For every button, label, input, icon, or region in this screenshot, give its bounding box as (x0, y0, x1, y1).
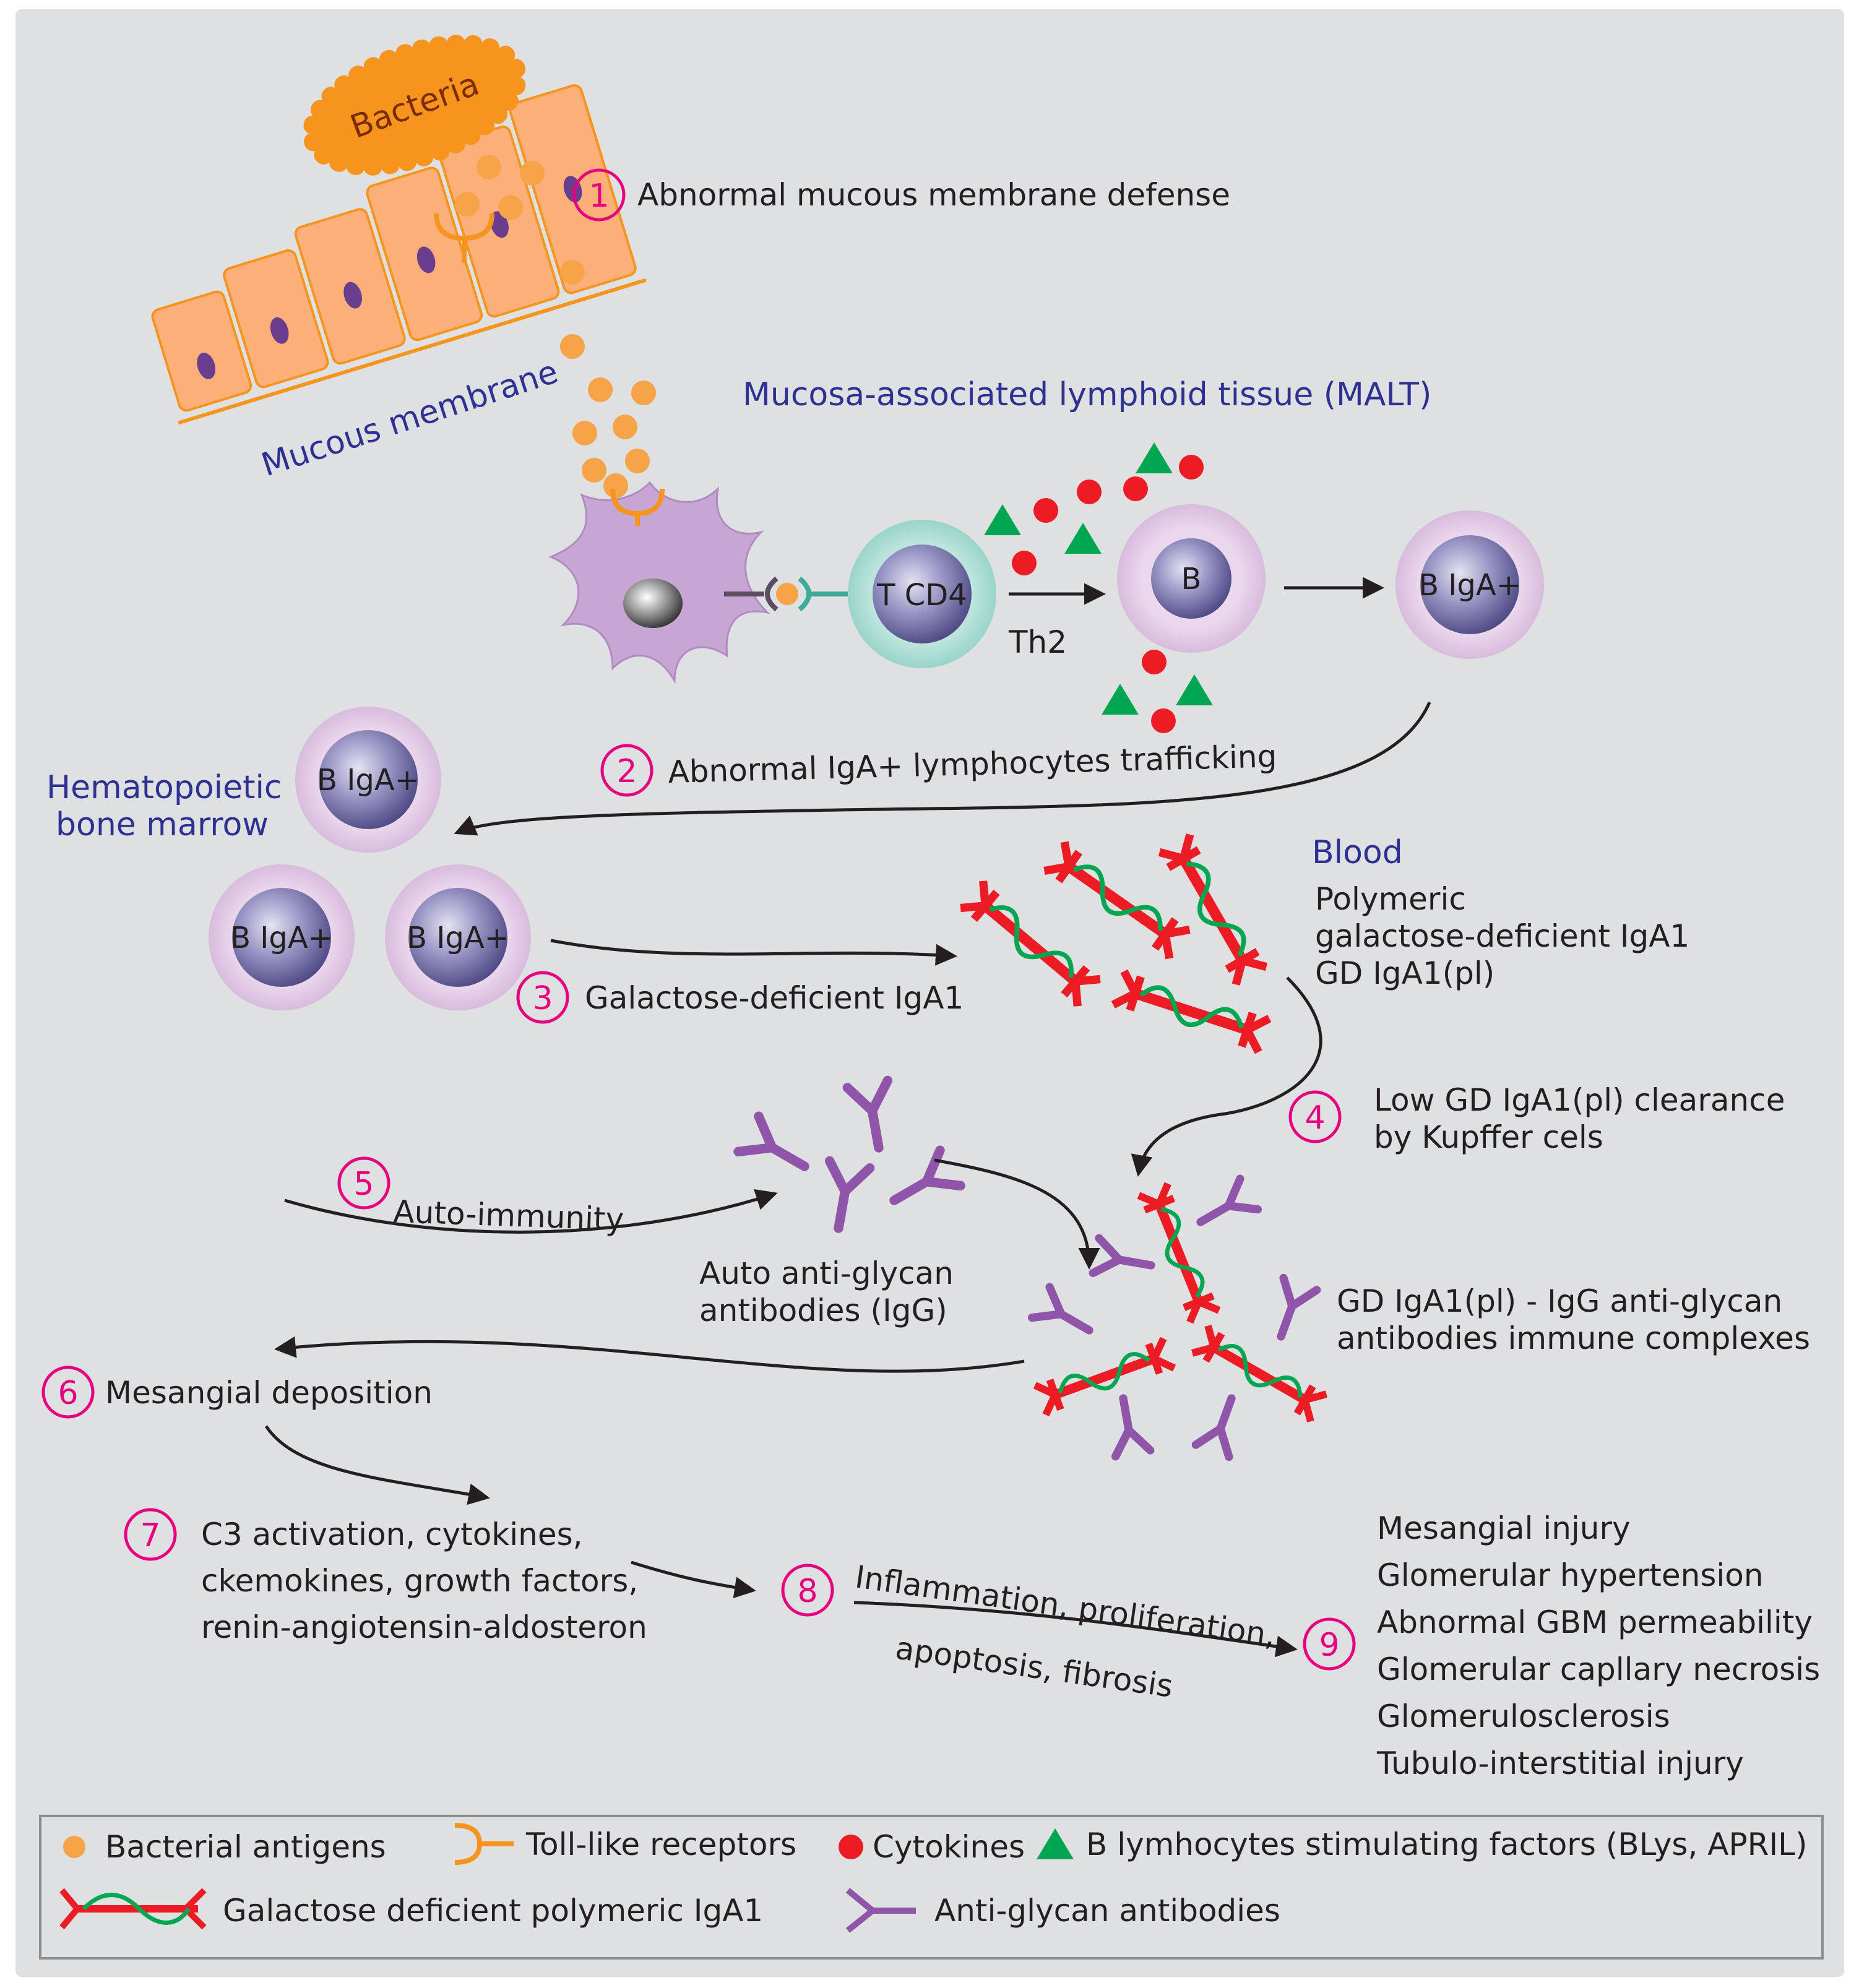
step-7-text-3: renin-angiotensin-aldosteron (201, 1609, 647, 1645)
b-cell: B (1117, 504, 1266, 653)
antibody-to-complex-arrow (934, 1158, 1100, 1270)
step-6: 6 Mesangial deposition (41, 1366, 433, 1419)
b-label: B (1181, 562, 1202, 596)
svg-text:8: 8 (797, 1573, 817, 1610)
svg-text:5: 5 (353, 1166, 374, 1203)
step-7-text-1: C3 activation, cytokines, (201, 1517, 583, 1552)
auto-immunity-arrow (284, 1189, 778, 1234)
svg-text:9: 9 (1319, 1627, 1339, 1664)
step-4-text-1: Low GD IgA1(pl) clearance (1374, 1082, 1785, 1118)
auto-antibodies-label-2: antibodies (IgG) (699, 1293, 947, 1328)
legend-bacterial-antigens: Bacterial antigens (105, 1829, 386, 1865)
b-iga-cell-marrow-2: B IgA+ (209, 864, 355, 1010)
legend-b-stim-factors: B lymhocytes stimulating factors (BLys, … (1086, 1827, 1807, 1862)
bacterial-antigens-flow (455, 155, 656, 498)
t-cd4-label: T CD4 (876, 578, 967, 613)
b-stim-factors-malt (984, 442, 1213, 715)
bacteria: Bacteria (303, 35, 527, 176)
malt-label: Mucosa-associated lymphoid tissue (MALT) (743, 376, 1431, 413)
b-iga-cell-marrow-3: B IgA+ (385, 864, 531, 1010)
step-5-text: Auto-immunity (393, 1194, 625, 1237)
legend-anti-glycan-antibodies: Anti-glycan antibodies (934, 1893, 1280, 1929)
svg-text:3: 3 (532, 980, 553, 1017)
step-5: 5 Auto-immunity (337, 1156, 625, 1237)
polymeric-label-2: galactose-deficient IgA1 (1315, 918, 1689, 954)
iga1-polymer-icon (59, 1888, 207, 1930)
outcome-5: Glomerulosclerosis (1377, 1698, 1670, 1734)
y-antibody-icon (845, 1888, 916, 1933)
svg-text:7: 7 (140, 1517, 160, 1554)
triangle-icon (1037, 1828, 1074, 1859)
outcome-4: Glomerular capllary necrosis (1377, 1651, 1820, 1687)
mesangial-to-c3-arrow (264, 1425, 490, 1505)
step-7: 7 C3 activation, cytokines, ckemokines, … (124, 1508, 647, 1645)
clearance-arrow (1131, 976, 1322, 1177)
blood-label: Blood (1312, 834, 1403, 871)
outcome-1: Mesangial injury (1377, 1510, 1631, 1546)
legend-toll-like-receptors: Toll-like receptors (525, 1827, 796, 1862)
polymeric-label-3: GD IgA1(pl) (1315, 955, 1495, 991)
outcome-6: Tubulo-interstitial injury (1376, 1745, 1744, 1781)
step-1-text: Abnormal mucous membrane defense (637, 177, 1230, 213)
b-iga-cell-marrow-1: B IgA+ (295, 707, 441, 853)
toll-like-receptor (434, 213, 494, 263)
legend-gd-polymeric-iga1: Galactose deficient polymeric IgA1 (223, 1893, 763, 1929)
step-1: 1 Abnormal mucous membrane defense (572, 168, 1230, 222)
toll-like-receptor-icon (454, 1823, 514, 1865)
svg-text:2: 2 (616, 753, 637, 790)
c3-to-inflammation-arrow (631, 1560, 756, 1599)
cytokine-dot-icon (839, 1835, 863, 1859)
antigen-dot-icon (63, 1836, 85, 1858)
step-7-text-2: ckemokines, growth factors, (201, 1563, 638, 1599)
polymeric-label-1: Polymeric (1315, 881, 1466, 917)
step-4: 4 Low GD IgA1(pl) clearance by Kupffer c… (1288, 1082, 1785, 1155)
legend: Bacterial antigens Toll-like receptors C… (39, 1815, 1824, 1960)
outcome-2: Glomerular hypertension (1377, 1557, 1764, 1593)
step-6-text: Mesangial deposition (105, 1375, 433, 1411)
deposition-arrow (274, 1336, 1025, 1373)
t-cd4-cell: T CD4 (848, 520, 996, 668)
svg-text:B IgA+: B IgA+ (317, 763, 420, 798)
step-9: 9 Mesangial injury Glomerular hypertensi… (1303, 1510, 1820, 1781)
th2-label: Th2 (1008, 624, 1067, 660)
step-3: 3 Galactose-deficient IgA1 (516, 971, 964, 1024)
complex-label-2: antibodies immune complexes (1337, 1320, 1810, 1356)
b-iga-label: B IgA+ (1418, 568, 1521, 603)
svg-text:4: 4 (1305, 1099, 1325, 1137)
svg-text:1: 1 (589, 178, 609, 215)
complex-label-1: GD IgA1(pl) - IgG anti-glycan (1337, 1283, 1782, 1319)
trafficking-arrow (454, 702, 1431, 836)
svg-text:B IgA+: B IgA+ (407, 921, 509, 955)
hematopoietic-label-2: bone marrow (56, 806, 269, 843)
outcome-3: Abnormal GBM permeability (1377, 1604, 1813, 1640)
gd-iga1-arrow (550, 939, 957, 966)
svg-text:6: 6 (58, 1375, 78, 1412)
cytokines-malt (1012, 455, 1204, 733)
hematopoietic-label-1: Hematopoietic (46, 769, 282, 806)
step-3-text: Galactose-deficient IgA1 (585, 980, 964, 1016)
auto-antibodies-label-1: Auto anti-glycan (699, 1255, 954, 1291)
dendritic-cell (548, 481, 848, 684)
inflammation-arrow (853, 1601, 1298, 1658)
svg-text:B IgA+: B IgA+ (230, 921, 333, 955)
b-iga-cell-malt: B IgA+ (1395, 510, 1544, 659)
legend-cytokines: Cytokines (873, 1829, 1025, 1865)
step-4-text-2: by Kupffer cels (1374, 1119, 1603, 1155)
